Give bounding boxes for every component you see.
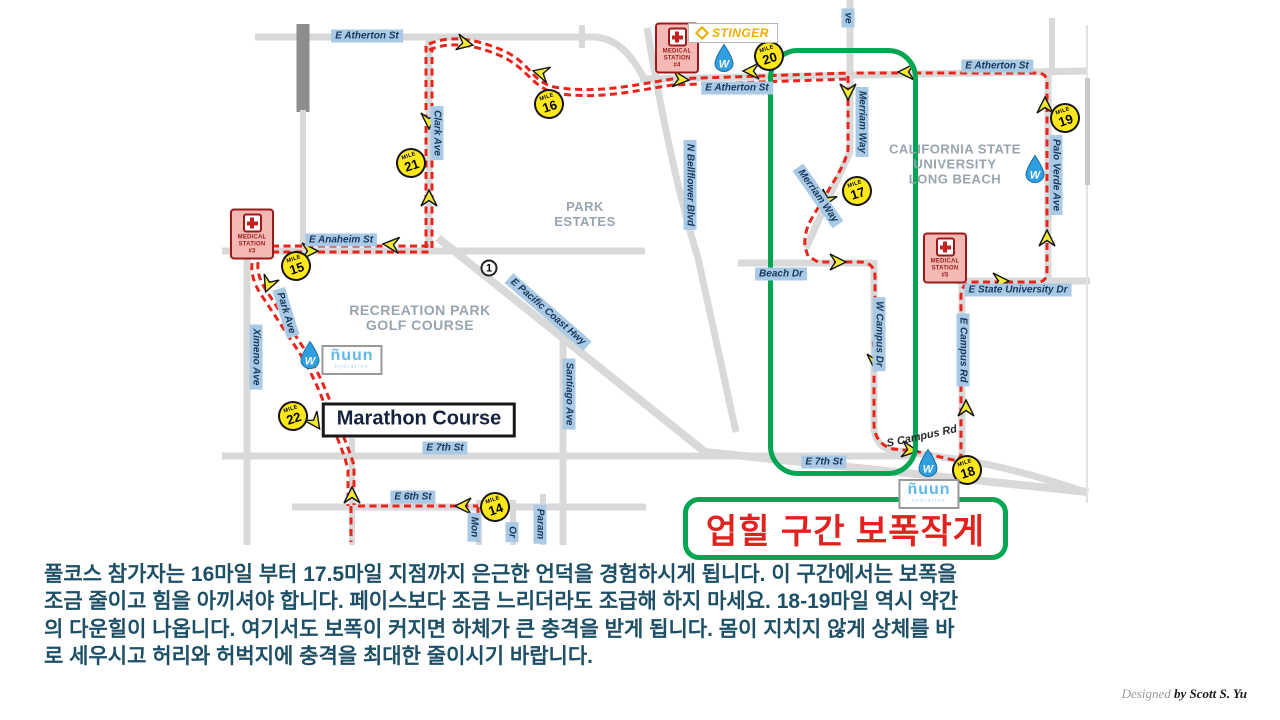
road (594, 33, 649, 82)
mile-number: 20 (760, 49, 780, 68)
nuun-subtext: hydration (911, 498, 947, 504)
water-station-icon: W (712, 43, 736, 79)
street-label: E Atherton St (331, 29, 403, 43)
street-label: E Anaheim St (304, 233, 378, 247)
street-label: Ximeno Ave (249, 324, 263, 390)
street-label: Beach Dr (755, 267, 807, 281)
route-direction-arrow-icon (741, 62, 760, 80)
street-label: Or (505, 522, 519, 542)
credit: Designed by Scott S. Yu (1122, 686, 1247, 702)
route-direction-arrow-icon (303, 410, 321, 431)
street-label: E 7th St (422, 441, 468, 455)
route-dashed-line (428, 43, 849, 98)
nuun-subtext: hydration (334, 364, 370, 370)
scrollbar-thumb[interactable] (1085, 78, 1090, 185)
route-direction-arrow-icon (263, 273, 280, 294)
medical-cross-icon (667, 27, 687, 47)
route-direction-arrow-icon (531, 66, 552, 84)
svg-text:W: W (719, 59, 731, 71)
street-label: E 6th St (390, 490, 436, 504)
water-station-icon: W (298, 340, 322, 376)
credit-prefix: Designed (1121, 686, 1171, 701)
medical-cross-icon (935, 237, 955, 257)
advice-line-3: 의 다운힐이 나옵니다. 여기서도 보폭이 커지면 하체가 큰 충격을 받게 됩… (44, 617, 955, 641)
route-direction-arrow-icon (420, 188, 438, 207)
highway-1-marker: 1 (480, 259, 498, 277)
map-edge-line (1086, 25, 1088, 503)
uphill-highlight-rectangle (768, 48, 918, 476)
street-label: Param (533, 504, 547, 544)
advice-line-1: 풀코스 참가자는 16마일 부터 17.5마일 지점까지 은근한 언덕을 경험하… (44, 563, 957, 586)
street-label: N Bellflower Blvd (683, 139, 697, 231)
mile-number: 16 (540, 97, 560, 116)
course-map: 업힐 구간 보폭작게 E Atherton St E Atherton St E A… (222, 0, 1090, 560)
route-dashed-line (250, 251, 350, 506)
mile-number: 21 (402, 156, 422, 175)
stinger-logo: STINGER (688, 23, 778, 43)
street-label: E Campus Rd (956, 313, 970, 387)
map-canvas (222, 0, 1090, 545)
route-direction-arrow-icon (453, 497, 472, 515)
route-dashed-line (803, 71, 1049, 463)
route-dashed-line (428, 37, 849, 92)
route-direction-arrow-icon (455, 33, 475, 51)
route-direction-arrow-icon (1038, 228, 1056, 247)
stinger-hex-icon (695, 25, 710, 41)
area-label: PARK ESTATES (554, 199, 616, 229)
area-label: CALIFORNIA STATE UNIVERSITY LONG BEACH (889, 141, 1021, 187)
nuun-wordmark: ñuun (330, 347, 374, 364)
medical-cross-icon (242, 213, 262, 233)
street-label: Santiago Ave (562, 358, 576, 430)
street-label: W Campus Dr (872, 297, 886, 371)
mile-number: 22 (284, 409, 304, 428)
advice-line-2: 조금 줄이고 힘을 아끼셔야 합니다. 페이스보다 조금 느리더라도 조급해 하… (44, 590, 959, 614)
svg-text:W: W (305, 356, 317, 368)
svg-text:W: W (923, 464, 935, 476)
svg-text:W: W (1030, 170, 1042, 182)
street-label: E State University Dr (964, 283, 1072, 297)
route-direction-arrow-icon (839, 83, 857, 102)
street-label: Clark Ave (430, 106, 444, 160)
water-station-icon: W (1023, 154, 1047, 190)
street-label: Mon (467, 512, 481, 542)
route-direction-arrow-icon (1036, 95, 1054, 114)
road (643, 27, 740, 433)
area-label: RECREATION PARK GOLF COURSE (349, 302, 491, 333)
street-label: E 7th St (801, 455, 847, 469)
street-label: Merriam Way (855, 86, 869, 158)
route-direction-arrow-icon (957, 398, 975, 417)
mile-number: 15 (287, 259, 307, 278)
mile-number: 19 (1056, 111, 1076, 130)
mile-number: 14 (486, 500, 506, 519)
uphill-callout-text: 업힐 구간 보폭작게 (705, 513, 986, 551)
credit-author: by Scott S. Yu (1174, 686, 1247, 701)
marathon-course-title: Marathon Course (321, 402, 517, 438)
street-label: Palo Verde Ave (1049, 134, 1063, 216)
route-direction-arrow-icon (671, 70, 691, 88)
stinger-wordmark: STINGER (712, 26, 769, 40)
mile-number: 17 (848, 184, 868, 203)
advice-line-4: 로 세우시고 허리와 허벅지에 충격을 최대한 줄이시기 바랍니다. (44, 644, 593, 668)
street-label: E Atherton St (701, 81, 773, 95)
water-station-icon: W (916, 448, 940, 484)
route-direction-arrow-icon (381, 236, 401, 254)
route-direction-arrow-icon (343, 485, 361, 504)
advice-paragraph: 풀코스 참가자는 16마일 부터 17.5마일 지점까지 은근한 언덕을 경험하… (44, 561, 958, 670)
street-label: ve (841, 8, 855, 28)
nuun-wordmark: ñuun (907, 481, 951, 498)
street-label: E Atherton St (961, 59, 1033, 73)
mile-number: 18 (958, 463, 978, 482)
route-dashed-line (256, 250, 356, 505)
route-direction-arrow-icon (829, 253, 848, 271)
